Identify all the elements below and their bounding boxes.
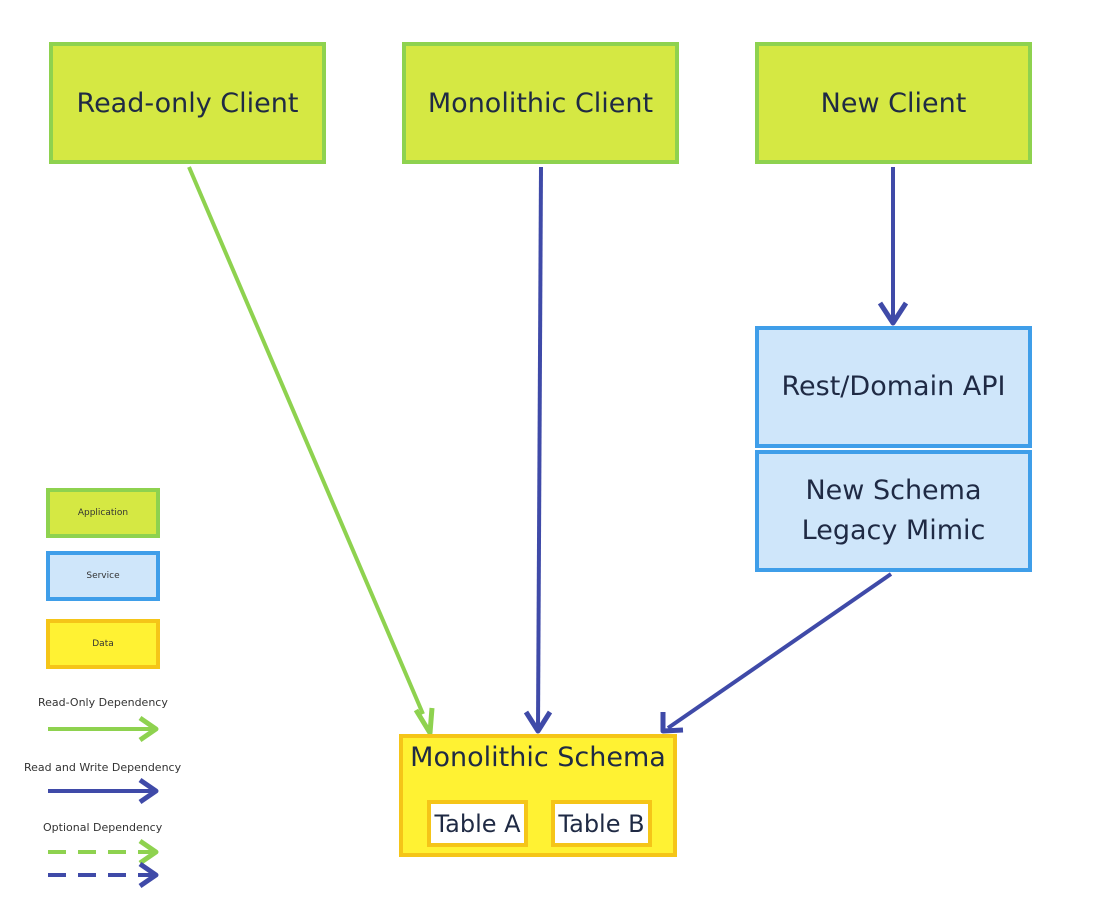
node-label: New Client: [820, 87, 967, 119]
arrowhead-green: [138, 838, 159, 866]
legend-data-swatch: Data: [46, 619, 160, 669]
node-label: Read-only Client: [76, 87, 299, 119]
arrowhead-green: [138, 715, 159, 743]
legend-label: Service: [86, 571, 120, 581]
arrowhead-blue: [138, 861, 159, 889]
legend-read-write-label: Read and Write Dependency: [24, 761, 182, 774]
read-write-edge-monolithic-client-to-schema: [536, 166, 543, 729]
arrowhead-blue: [877, 301, 909, 326]
arrowhead-blue: [523, 710, 553, 734]
legend-label: Data: [92, 639, 114, 649]
node-label-line2: Legacy Mimic: [801, 515, 986, 546]
node-new-client[interactable]: New Client: [755, 42, 1032, 164]
node-monolithic-client[interactable]: Monolithic Client: [402, 42, 679, 164]
table-label: Table A: [434, 809, 521, 838]
node-read-only-client[interactable]: Read-only Client: [49, 42, 326, 164]
node-label: Monolithic Client: [427, 87, 654, 119]
table-a[interactable]: Table A: [427, 800, 528, 847]
node-new-schema-legacy-mimic[interactable]: New Schema Legacy Mimic: [755, 450, 1032, 572]
legend-label: Application: [77, 508, 129, 518]
table-label: Table B: [558, 809, 645, 838]
arrowhead-blue: [660, 712, 684, 734]
node-rest-domain-api[interactable]: Rest/Domain API: [755, 326, 1032, 448]
legend-read-only-label: Read-Only Dependency: [38, 696, 168, 709]
arrowhead-green: [413, 707, 435, 736]
node-label: Rest/Domain API: [781, 371, 1006, 402]
legend-application-swatch: Application: [46, 488, 160, 538]
node-label-line1: New Schema: [805, 475, 982, 506]
legend-optional-label: Optional Dependency: [43, 821, 163, 834]
read-write-edge-mimic-to-schema: [666, 572, 893, 730]
read-only-edge-readonly-client-to-schema: [187, 166, 425, 715]
node-label: Monolithic Schema: [410, 742, 666, 773]
table-b[interactable]: Table B: [551, 800, 652, 847]
legend-service-swatch: Service: [46, 551, 160, 601]
arrowhead-blue: [138, 777, 159, 805]
